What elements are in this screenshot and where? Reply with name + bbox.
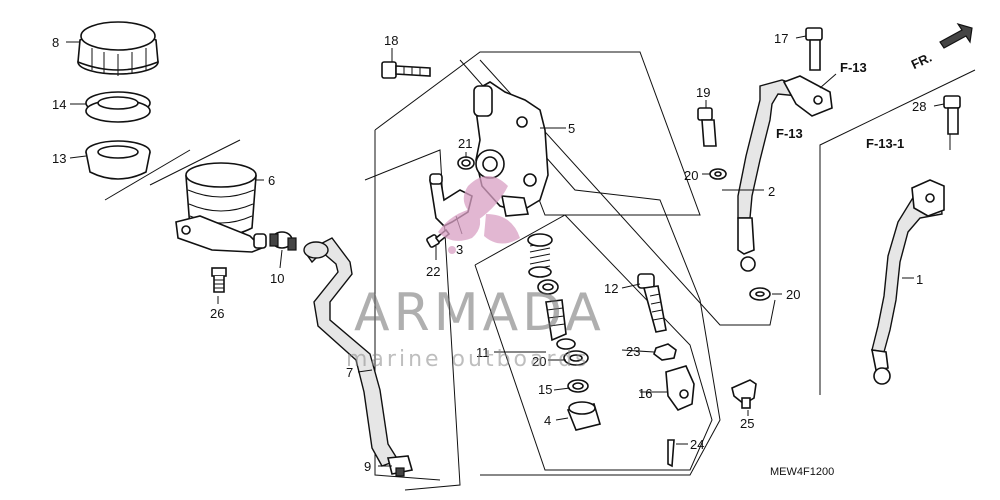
- brake-hose-1: [870, 179, 945, 385]
- hose-clip-10: [269, 231, 297, 251]
- reference-label-f13-top: F-13: [840, 60, 867, 75]
- callout-9: 9: [364, 459, 371, 474]
- hose-clip-9: [386, 455, 414, 477]
- callout-11: 11: [476, 345, 490, 360]
- washer-21: [563, 350, 589, 366]
- sealing-washer-20-upper: [709, 168, 727, 180]
- callout-5: 5: [568, 121, 575, 136]
- bolt-17: [805, 27, 823, 71]
- piston-cup: [537, 279, 559, 295]
- washer-11: [556, 338, 576, 350]
- brake-hose-2: [737, 75, 833, 272]
- diaphragm: [85, 140, 151, 180]
- callout-22: 21: [458, 136, 472, 151]
- callout-26: 25: [740, 416, 754, 431]
- piston: [545, 299, 567, 342]
- callout-14: 14: [52, 97, 66, 112]
- callout-16: 16: [638, 386, 652, 401]
- nut-24: [653, 343, 677, 361]
- callout-13: 13: [52, 151, 66, 166]
- callout-7: 7: [346, 365, 353, 380]
- callout-27: 26: [210, 306, 224, 321]
- callout-8: 8: [52, 35, 59, 50]
- assembly-frames: [104, 51, 976, 491]
- callout-18: 18: [384, 33, 398, 48]
- reservoir-body: [175, 162, 267, 253]
- watermark-tagline: marine outboards: [346, 347, 590, 372]
- diagram-code: MEW4F1200: [770, 466, 834, 478]
- watermark: ARMADA marine outboards: [346, 176, 605, 372]
- reservoir-cap: [77, 21, 159, 76]
- bolt-27: [211, 267, 227, 293]
- direction-label: FR.: [909, 50, 934, 72]
- watermark-logo-icon: [438, 176, 520, 254]
- callout-3: 3: [456, 242, 463, 257]
- bolt-19: [697, 107, 717, 147]
- front-direction-arrow: [939, 22, 973, 49]
- callout-15: 15: [538, 382, 552, 397]
- bolt-18: [381, 61, 431, 79]
- callout-21: 20: [532, 354, 546, 369]
- callout-numbers: 8 14 13 6 26 10 7 9 18 21 3 22 5 11 20 1…: [52, 31, 926, 474]
- circlip-15: [567, 379, 589, 393]
- callout-12: 12: [604, 281, 618, 296]
- callout-25: 24: [690, 437, 704, 452]
- clevis-16: [665, 365, 695, 411]
- callout-20-upper: 20: [684, 168, 698, 183]
- bolt-28: [943, 95, 961, 135]
- cotter-pin-25: [667, 439, 675, 468]
- reference-label-f13-1: F-13-1: [866, 136, 904, 151]
- diaphragm-plate: [85, 91, 151, 123]
- leader-lines: [66, 35, 951, 467]
- o-ring-22: [457, 156, 475, 170]
- callout-1: 1: [916, 272, 923, 287]
- callout-4: 4: [544, 413, 551, 428]
- joint-pin-26: [731, 379, 757, 409]
- callout-28: 28: [912, 99, 926, 114]
- callout-24: 23: [626, 344, 640, 359]
- callout-19: 19: [696, 85, 710, 100]
- boot-4: [566, 401, 602, 431]
- sealing-washer-20-lower: [749, 287, 771, 301]
- reference-label-f13-mid: F-13: [776, 126, 803, 141]
- piston-spring: [527, 233, 553, 278]
- callout-23: 22: [426, 264, 440, 279]
- callout-6: 6: [268, 173, 275, 188]
- watermark-brand: ARMADA: [354, 283, 605, 343]
- callout-10: 10: [270, 271, 284, 286]
- push-rod-12: [637, 273, 667, 333]
- callout-2: 2: [768, 184, 775, 199]
- callout-20-lower: 20: [786, 287, 800, 302]
- callout-17: 17: [774, 31, 788, 46]
